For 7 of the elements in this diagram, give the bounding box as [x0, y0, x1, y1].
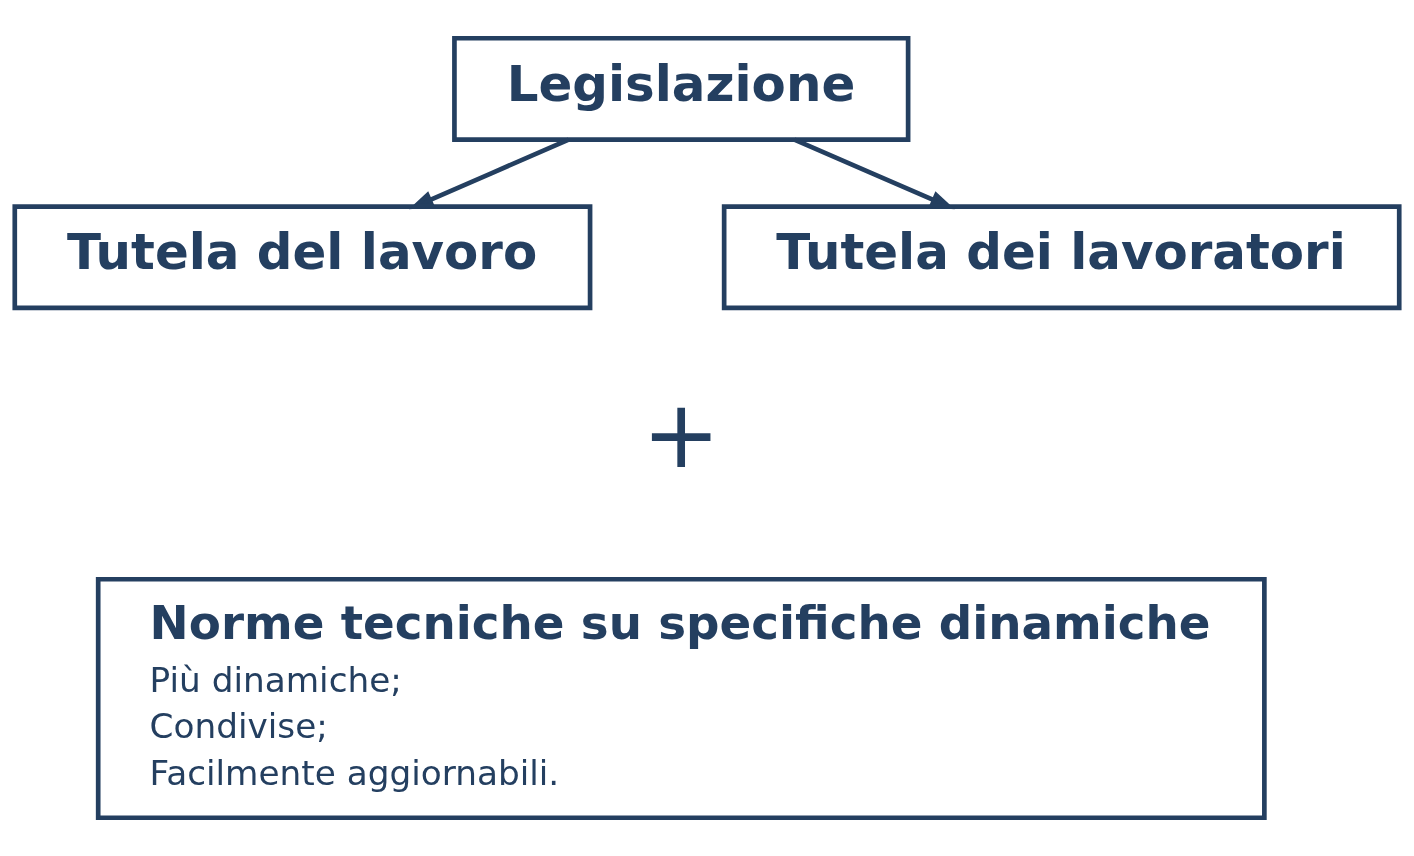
- node-box: Norme tecniche su specifiche dinamiche Più dinamiche; Condivise; Facilmente aggiornabili.: [95, 576, 1267, 821]
- node-box: Tutela dei lavoratori: [721, 204, 1402, 311]
- node-box: Legislazione: [452, 35, 911, 142]
- label: +: [642, 379, 721, 489]
- arrow: [793, 137, 955, 210]
- node-box: Tutela del lavoro: [12, 204, 593, 311]
- arrow: [408, 137, 570, 210]
